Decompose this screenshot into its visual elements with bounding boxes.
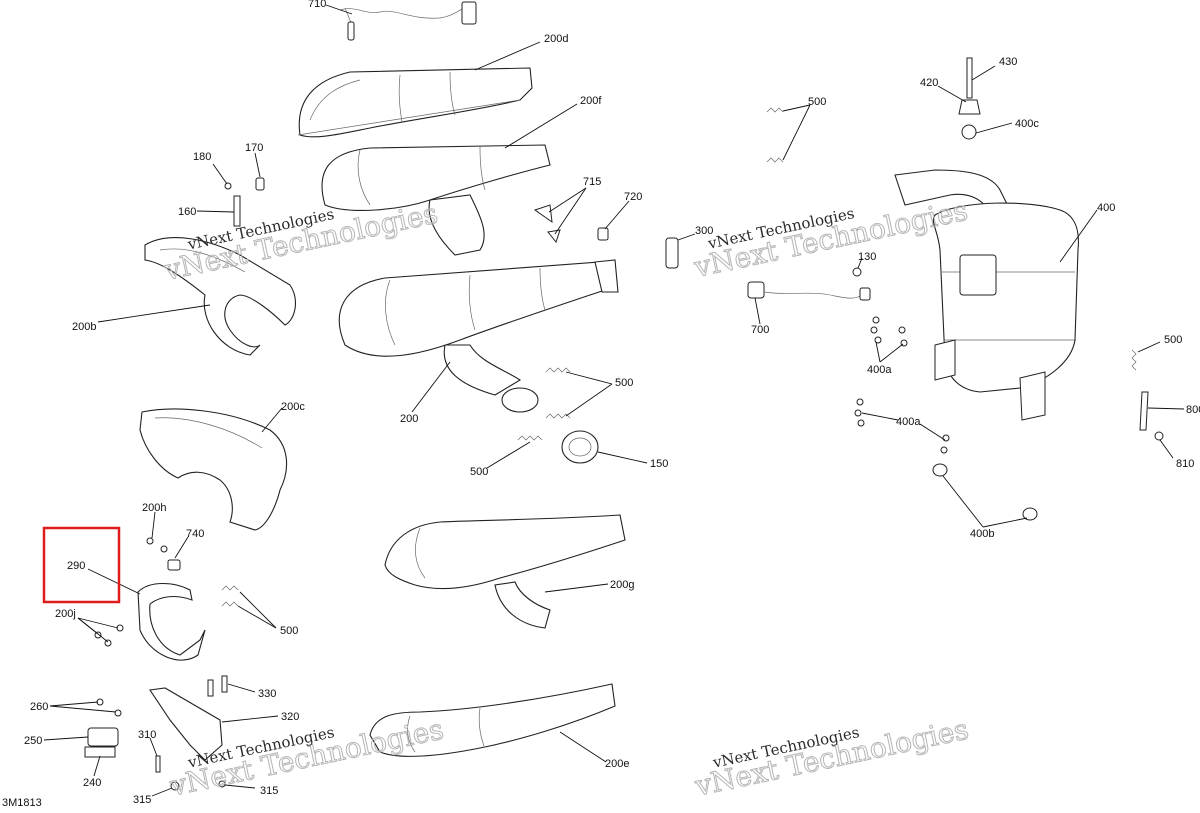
part-810-nut[interactable] xyxy=(1154,431,1164,441)
part-200d-heat-shield[interactable] xyxy=(297,67,533,138)
part-400c-mount[interactable] xyxy=(961,124,977,140)
callout-label[interactable]: 310 xyxy=(138,729,156,741)
part-200-exhaust-pipe[interactable] xyxy=(338,259,619,413)
part-315-fasteners[interactable] xyxy=(170,780,226,791)
part-500-springs[interactable] xyxy=(221,107,1137,607)
callout-label[interactable]: 315 xyxy=(133,794,151,806)
callout-label[interactable]: 200 xyxy=(400,413,418,425)
callout-label[interactable]: 240 xyxy=(83,777,101,789)
part-180-nut[interactable] xyxy=(224,182,232,190)
doc-code: 3M1813 xyxy=(2,797,42,808)
callout-label[interactable]: 420 xyxy=(920,77,938,89)
callout-label[interactable]: 500 xyxy=(1164,334,1182,346)
part-400a-screws[interactable] xyxy=(854,316,950,454)
callout-label[interactable]: 180 xyxy=(193,151,211,163)
callout-label[interactable]: 400a xyxy=(867,364,892,376)
callout-label[interactable]: 200g xyxy=(610,579,634,591)
callout-label[interactable]: 170 xyxy=(245,142,263,154)
callout-label[interactable]: 160 xyxy=(178,206,196,218)
callout-labels: 710 200d 200f 180 170 160 200b 715 720 5… xyxy=(24,0,1200,806)
watermark: vNext Technologies vNext Technologies xyxy=(691,712,972,803)
part-400-muffler[interactable] xyxy=(894,169,1079,421)
callout-label[interactable]: 400a xyxy=(896,416,921,428)
part-430-stud[interactable] xyxy=(966,57,973,99)
callout-label[interactable]: 500 xyxy=(615,377,633,389)
part-170-clip[interactable] xyxy=(255,177,265,191)
callout-label[interactable]: 320 xyxy=(281,711,299,723)
part-330-bolts[interactable] xyxy=(207,675,228,697)
part-290-heat-shield[interactable] xyxy=(137,582,206,661)
callout-label[interactable]: 700 xyxy=(751,324,769,336)
callout-label[interactable]: 500 xyxy=(280,625,298,637)
callout-label[interactable]: 130 xyxy=(858,251,876,263)
callout-label[interactable]: 500 xyxy=(470,466,488,478)
callout-label[interactable]: 200f xyxy=(580,95,602,107)
part-250-module[interactable] xyxy=(87,727,119,747)
callout-label[interactable]: 200j xyxy=(55,608,76,620)
highlight-box xyxy=(42,526,121,604)
part-240-plate[interactable] xyxy=(84,746,116,758)
callout-label[interactable]: 715 xyxy=(583,176,601,188)
callout-label-290[interactable]: 290 xyxy=(67,560,85,572)
callout-label[interactable]: 300 xyxy=(695,225,713,237)
part-720-clip[interactable] xyxy=(597,227,609,241)
part-260-fasteners[interactable] xyxy=(96,698,122,717)
part-200b-heat-shield[interactable] xyxy=(144,237,296,356)
callout-label[interactable]: 200b xyxy=(72,321,96,333)
part-740-clip[interactable] xyxy=(167,559,181,571)
callout-label[interactable]: 810 xyxy=(1176,458,1194,470)
callout-label[interactable]: 400c xyxy=(1015,118,1039,130)
callout-label[interactable]: 500 xyxy=(808,96,826,108)
callout-label[interactable]: 400 xyxy=(1097,202,1115,214)
part-160-bracket[interactable] xyxy=(233,195,241,227)
callout-label[interactable]: 200c xyxy=(281,401,305,413)
callout-label[interactable]: 200e xyxy=(605,758,629,770)
callout-label[interactable]: 710 xyxy=(308,0,326,10)
callout-label[interactable]: 330 xyxy=(258,688,276,700)
part-420-grommet[interactable] xyxy=(958,99,981,115)
callout-label[interactable]: 315 xyxy=(260,785,278,797)
part-400b-grommets[interactable] xyxy=(932,463,1038,521)
callout-label[interactable]: 430 xyxy=(999,56,1017,68)
part-710-sensor[interactable] xyxy=(339,1,477,41)
callout-label[interactable]: 150 xyxy=(650,458,668,470)
part-200f-heat-shield[interactable] xyxy=(321,144,551,256)
part-200j-screws[interactable] xyxy=(94,624,124,647)
part-130-nut[interactable] xyxy=(852,267,862,277)
part-200e-heat-shield[interactable] xyxy=(369,683,616,757)
callout-label[interactable]: 260 xyxy=(30,701,48,713)
part-800-bracket[interactable] xyxy=(1139,391,1149,431)
leader-lines xyxy=(43,4,1185,797)
callout-label[interactable]: 720 xyxy=(624,191,642,203)
part-200c-heat-shield[interactable] xyxy=(139,408,288,531)
part-200h-nut[interactable] xyxy=(146,537,168,553)
part-310-bolt[interactable] xyxy=(155,755,161,773)
callout-label[interactable]: 250 xyxy=(24,735,42,747)
part-715-hook[interactable] xyxy=(533,204,561,244)
callout-label[interactable]: 200h xyxy=(142,502,166,514)
part-700-o2-sensor[interactable] xyxy=(747,281,871,301)
part-150-ring[interactable] xyxy=(561,430,599,464)
callout-label[interactable]: 400b xyxy=(970,528,994,540)
callout-label[interactable]: 740 xyxy=(186,528,204,540)
part-300-plug[interactable] xyxy=(665,237,679,269)
callout-label[interactable]: 200d xyxy=(544,33,568,45)
callout-label[interactable]: 800 xyxy=(1186,404,1200,416)
part-200g-heat-shield[interactable] xyxy=(384,514,626,629)
part-320-bracket[interactable] xyxy=(149,687,223,761)
